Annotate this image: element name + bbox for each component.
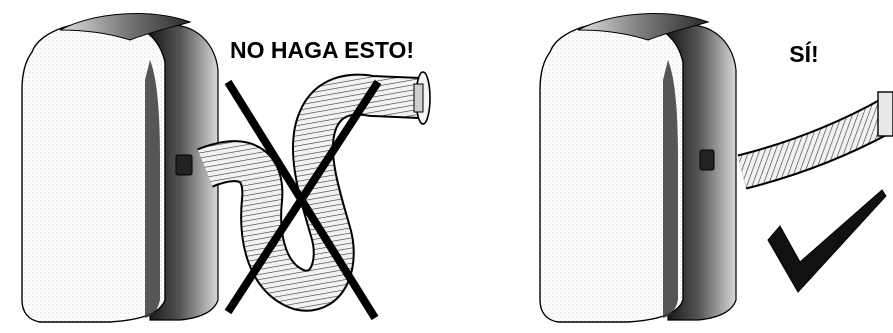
check-mark (767, 189, 887, 293)
panel-right: SÍ! (539, 13, 893, 323)
exhaust-port-left (175, 154, 193, 176)
caption-right: SÍ! (789, 40, 818, 67)
exhaust-port-right (699, 149, 715, 171)
air-conditioner-unit-right (539, 13, 737, 323)
hose-straight (737, 91, 893, 190)
cross-mark (224, 79, 382, 321)
air-conditioner-unit-left (21, 13, 219, 323)
panel-wrong: NO HAGA ESTO! (21, 13, 431, 323)
window-adapter-right (877, 91, 893, 137)
caption-wrong: NO HAGA ESTO! (230, 37, 414, 63)
hose-kinked (197, 71, 431, 312)
